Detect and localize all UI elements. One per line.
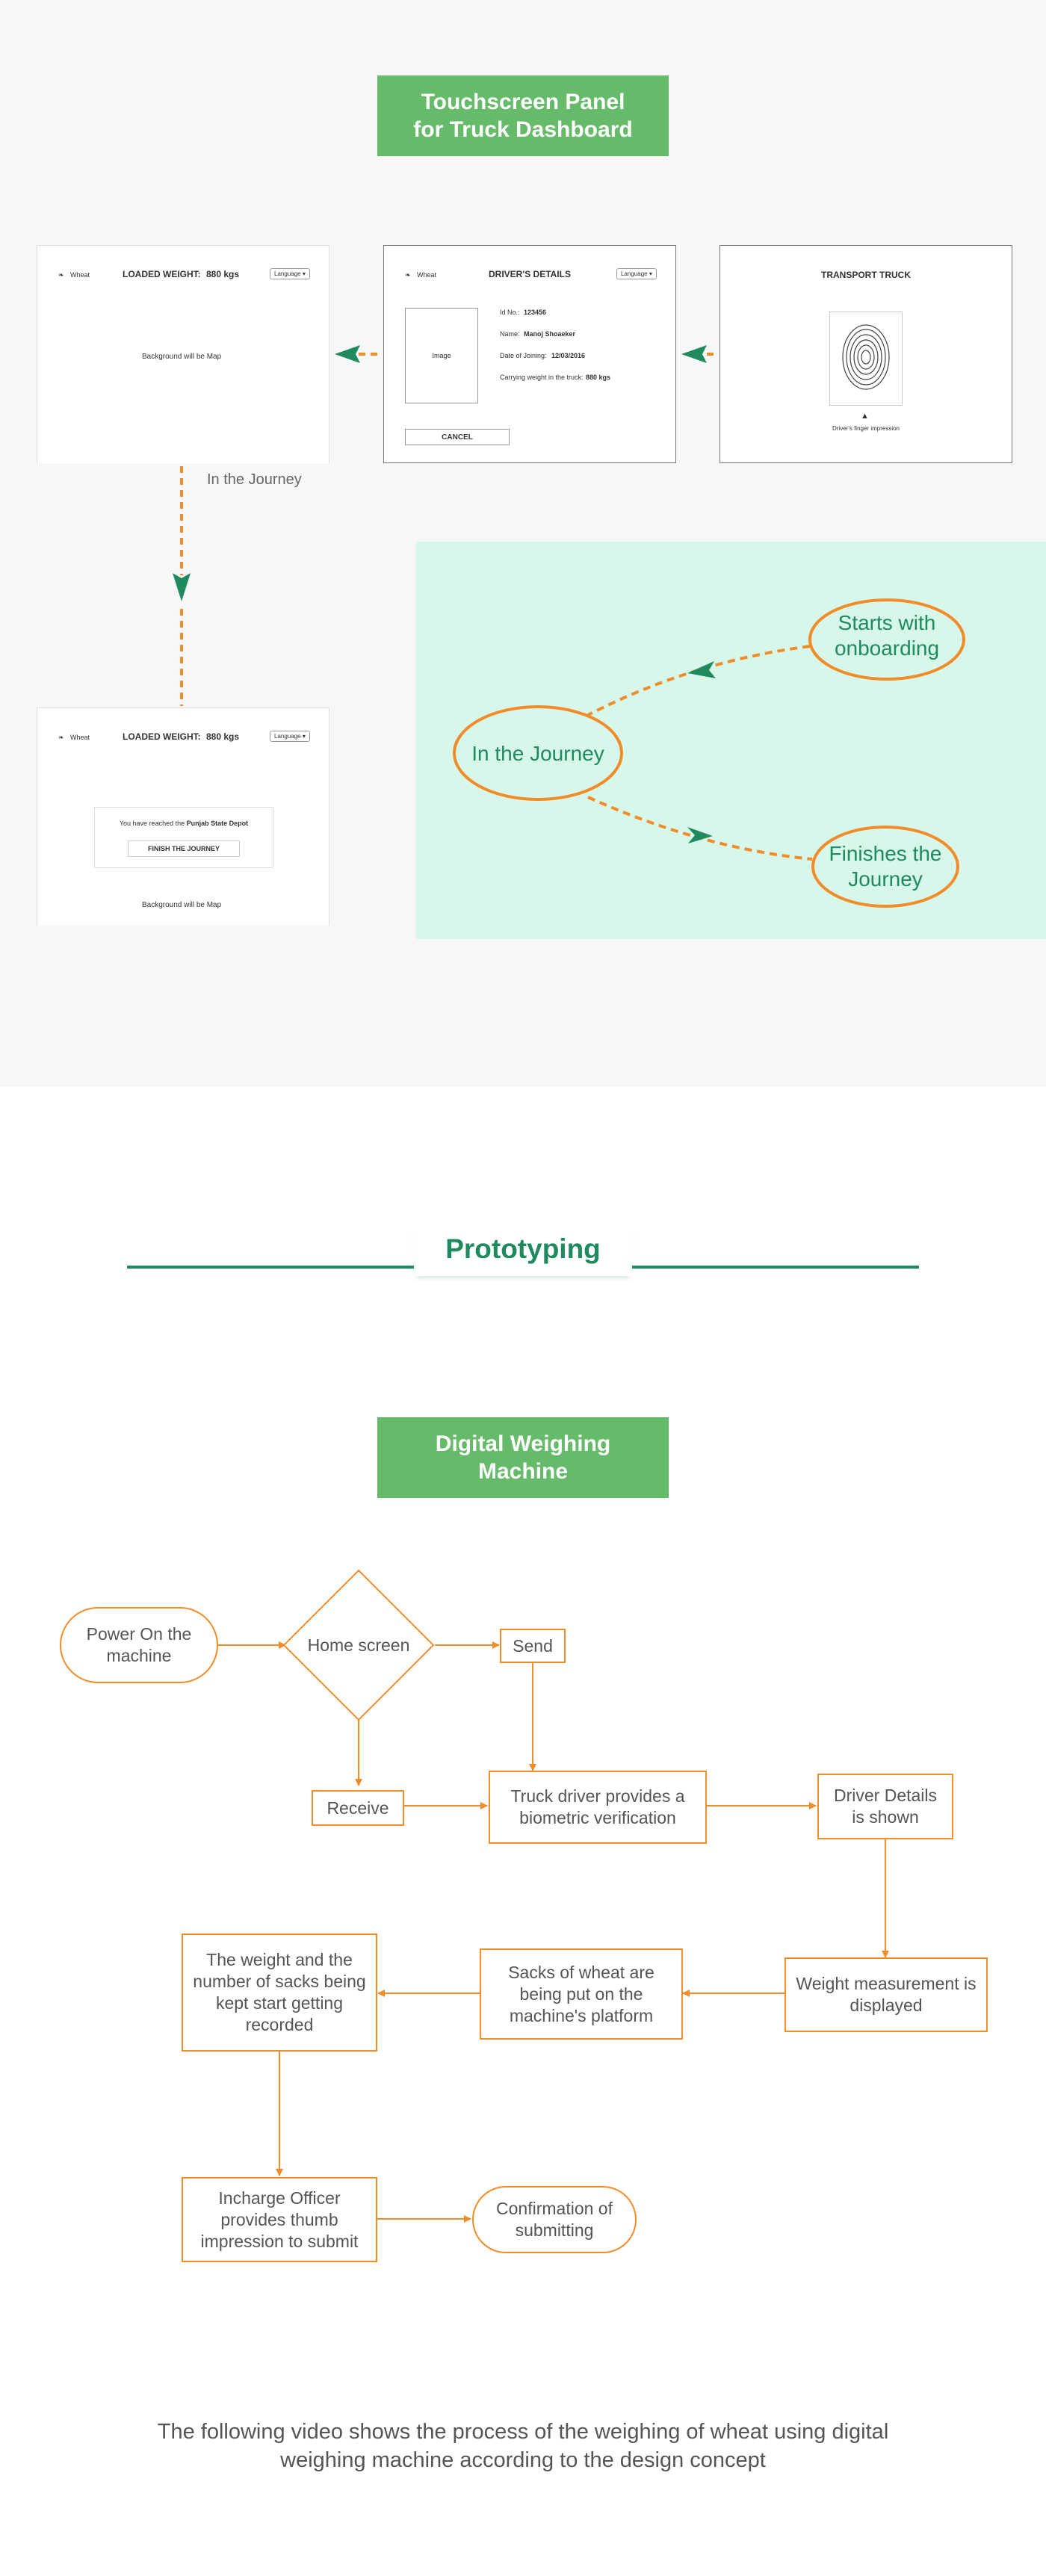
- transport-truck-title: TRANSPORT TRUCK: [821, 270, 911, 280]
- journey-diagram-panel: [416, 542, 1046, 939]
- wheat-icon: ❧: [58, 271, 64, 279]
- fingerprint-caption: Driver's finger impression: [832, 425, 900, 432]
- carrying-value: 880 kgs: [586, 374, 611, 381]
- recorded-label: The weight and the number of sacks being…: [193, 1950, 366, 2034]
- power-on-label: Power On the machine: [86, 1624, 192, 1665]
- language-label: Language: [274, 733, 301, 740]
- up-arrow-icon: ▲: [861, 412, 869, 421]
- home-screen-label: Home screen: [307, 1635, 410, 1655]
- wheat-icon: ❧: [405, 271, 411, 279]
- driver-details-screen: ❧ Wheat DRIVER'S DETAILS Language ▾ Imag…: [383, 245, 676, 463]
- biometric-node: Truck driver provides a biometric verifi…: [489, 1771, 707, 1844]
- driver-photo: Image: [405, 308, 478, 403]
- journey-diagram-lines: [453, 598, 965, 908]
- start-ellipse: [808, 598, 965, 681]
- officer-label: Incharge Officer provides thumb impressi…: [200, 2188, 359, 2251]
- language-select[interactable]: Language ▾: [270, 268, 310, 279]
- power-on-node: Power On the machine: [60, 1607, 218, 1683]
- sacks-node: Sacks of wheat are being put on the mach…: [480, 1948, 683, 2040]
- weight-display-node: Weight measurement is displayed: [784, 1957, 988, 2032]
- weighing-title: Digital Weighing Machine: [435, 1431, 611, 1484]
- arrow-down-icon: [173, 573, 191, 601]
- arrow-left-icon: [681, 345, 707, 363]
- finish-ellipse: [811, 826, 959, 908]
- sacks-label: Sacks of wheat are being put on the mach…: [508, 1962, 654, 2025]
- recorded-node: The weight and the number of sacks being…: [182, 1933, 377, 2052]
- center-to-finish-path: [587, 796, 813, 861]
- footer-note: The following video shows the process of…: [157, 2420, 889, 2472]
- driver-details-label: Driver Details is shown: [833, 1786, 938, 1827]
- id-label: Id No.:: [500, 309, 520, 316]
- loaded-weight-value: 880 kgs: [206, 269, 240, 279]
- driver-details-node: Driver Details is shown: [817, 1774, 953, 1839]
- dashboard-title-banner: Touchscreen Panel for Truck Dashboard: [377, 75, 669, 156]
- flowchart-connectors: [218, 1569, 889, 2223]
- wheat-icon: ❧: [58, 734, 64, 741]
- doj-label: Date of Joining:: [500, 352, 547, 359]
- receive-node: Receive: [312, 1790, 404, 1826]
- officer-node: Incharge Officer provides thumb impressi…: [182, 2177, 377, 2262]
- journey-label: In the Journey: [207, 471, 302, 488]
- language-select[interactable]: Language ▾: [270, 731, 310, 742]
- language-label: Language: [621, 270, 648, 277]
- dashboard-title: Touchscreen Panel for Truck Dashboard: [413, 90, 633, 142]
- confirmation-node: Confirmation of submitting: [472, 2186, 637, 2253]
- transport-truck-screen: TRANSPORT TRUCK ▲ Driver's finger impres…: [719, 245, 1012, 463]
- doj-value: 12/03/2016: [551, 352, 586, 359]
- send-node: Send: [500, 1629, 566, 1663]
- biometric-label: Truck driver provides a biometric verifi…: [510, 1786, 685, 1827]
- prototyping-heading: Prototyping: [414, 1227, 632, 1276]
- arrow-right-icon: [687, 827, 713, 843]
- image-placeholder-label: Image: [432, 352, 451, 359]
- arrival-message: You have reached the Punjab State Depot: [95, 820, 273, 827]
- finish-journey-button[interactable]: FINISH THE JOURNEY: [128, 840, 240, 857]
- weighing-title-banner: Digital Weighing Machine: [377, 1417, 669, 1498]
- loaded-weight-value: 880 kgs: [206, 731, 240, 742]
- arrival-place: Punjab State Depot: [186, 820, 249, 827]
- fingerprint-icon: [842, 324, 890, 390]
- start-to-center-path: [587, 645, 811, 716]
- confirmation-label: Confirmation of submitting: [496, 2199, 613, 2240]
- name-value: Manoj Shoaeker: [524, 330, 576, 338]
- loaded-weight-label: LOADED WEIGHT:: [123, 731, 201, 742]
- language-select[interactable]: Language ▾: [616, 268, 657, 279]
- loaded-weight-screen: ❧ Wheat LOADED WEIGHT: 880 kgs Language …: [37, 245, 329, 463]
- crop-label: Wheat: [417, 271, 437, 279]
- fingerprint-scanner[interactable]: [829, 312, 903, 406]
- name-label: Name:: [500, 330, 520, 338]
- carrying-label: Carrying weight in the truck:: [500, 374, 584, 381]
- cancel-button[interactable]: CANCEL: [405, 429, 510, 445]
- home-screen-diamond: [282, 1569, 435, 1721]
- weight-display-label: Weight measurement is displayed: [796, 1974, 977, 2015]
- loaded-weight-label: LOADED WEIGHT:: [123, 269, 201, 279]
- arrival-dialog: You have reached the Punjab State Depot …: [94, 807, 273, 868]
- id-value: 123456: [524, 309, 547, 316]
- arrival-prefix: You have reached the: [119, 820, 185, 827]
- finish-journey-screen: ❧ Wheat LOADED WEIGHT: 880 kgs Language …: [37, 708, 329, 926]
- arrow-left-icon: [687, 661, 716, 678]
- journey-center-label: In the Journey: [471, 742, 604, 765]
- divider-right: [632, 1266, 919, 1269]
- center-ellipse: [453, 705, 623, 801]
- screen-connectors: [173, 345, 714, 706]
- crop-label: Wheat: [70, 271, 90, 279]
- background-note: Background will be Map: [142, 353, 222, 361]
- background-note: Background will be Map: [142, 901, 222, 909]
- journey-finish-label: Finishes the Journey: [829, 842, 942, 891]
- driver-details-title: DRIVER'S DETAILS: [489, 269, 571, 279]
- crop-label: Wheat: [70, 734, 90, 741]
- language-label: Language: [274, 270, 301, 277]
- journey-start-label: Starts with onboarding: [834, 611, 940, 660]
- arrow-left-icon: [335, 345, 360, 363]
- divider-left: [127, 1266, 414, 1269]
